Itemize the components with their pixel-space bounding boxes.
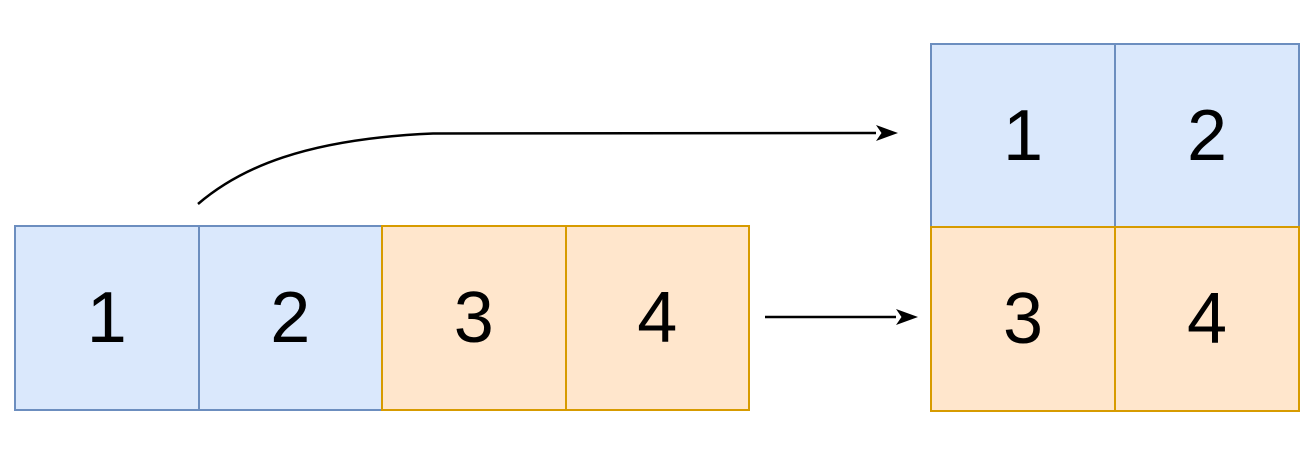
- source-cell-2-label: 2: [270, 278, 311, 358]
- source-cell-3: 3: [381, 225, 567, 411]
- source-cell-1-label: 1: [86, 278, 127, 358]
- target-cell-4-label: 4: [1186, 279, 1228, 359]
- target-cell-2-label: 2: [1186, 96, 1228, 176]
- target-cell-3: 3: [930, 226, 1116, 412]
- source-cell-1: 1: [14, 225, 200, 411]
- target-cell-1: 1: [930, 43, 1116, 229]
- target-cell-2: 2: [1114, 43, 1300, 229]
- target-cell-4: 4: [1114, 226, 1300, 412]
- source-array-row: 1 2 3 4: [14, 225, 750, 411]
- target-matrix-row-2: 3 4: [930, 226, 1300, 412]
- target-matrix-row-1: 1 2: [930, 43, 1300, 229]
- source-cell-4: 4: [564, 225, 750, 411]
- target-cell-1-label: 1: [1002, 96, 1044, 176]
- curved-arrow: [197, 125, 898, 205]
- source-cell-3-label: 3: [453, 278, 494, 358]
- target-cell-3-label: 3: [1002, 279, 1044, 359]
- source-cell-2: 2: [197, 225, 383, 411]
- target-matrix: 1 2 3 4: [930, 43, 1300, 412]
- source-cell-4-label: 4: [637, 278, 678, 358]
